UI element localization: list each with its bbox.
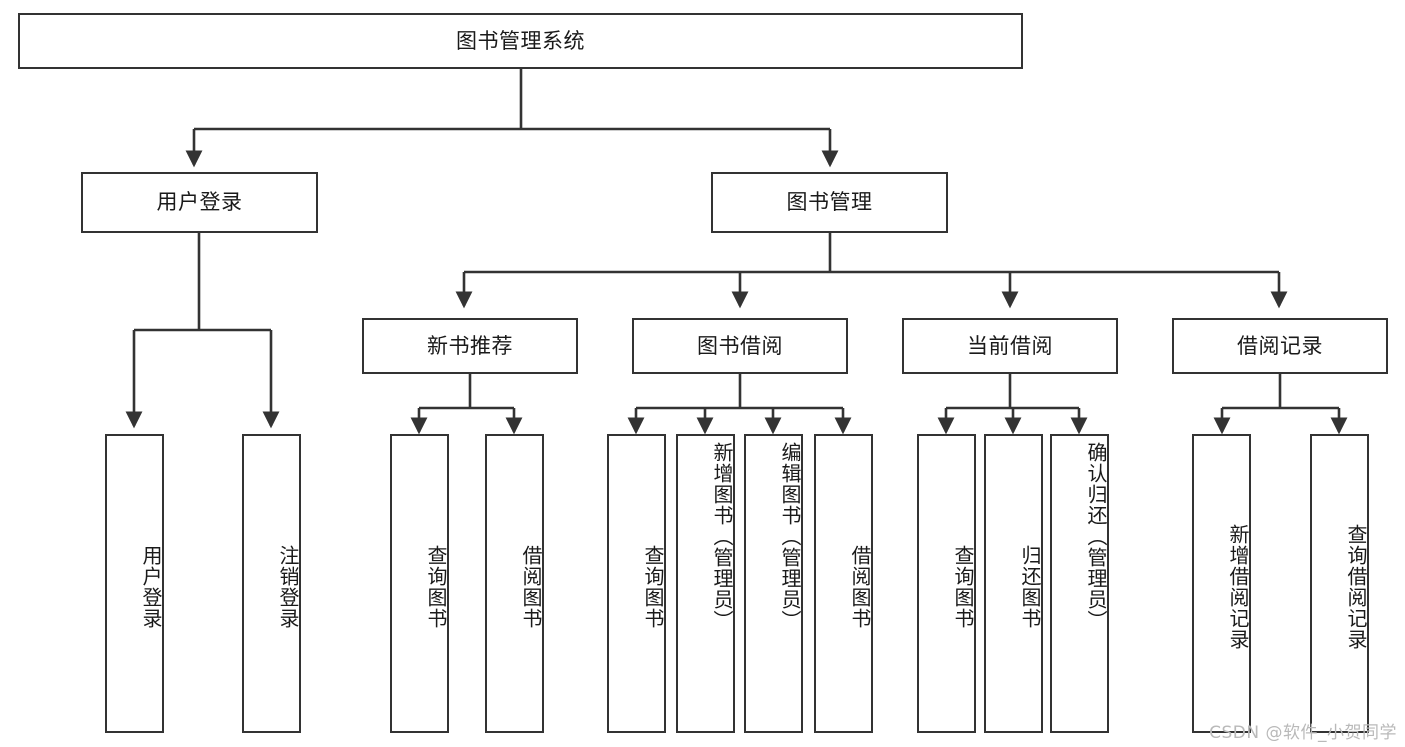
node-new-book-recommend[interactable]: 新书推荐 <box>362 318 578 374</box>
node-label: 图书管理 <box>786 190 873 215</box>
node-label: 借阅图书 <box>848 544 872 629</box>
node-label: 查询图书 <box>641 544 665 629</box>
node-current-borrow[interactable]: 当前借阅 <box>902 318 1118 374</box>
node-label: 用户登录 <box>156 190 243 215</box>
node-label: 新书推荐 <box>427 333 513 358</box>
watermark-text: CSDN @软件_小贺同学 <box>1209 723 1397 743</box>
node-label: 新增图书（管理员） <box>710 442 734 631</box>
node-borrow-record[interactable]: 借阅记录 <box>1172 318 1388 374</box>
node-label: 当前借阅 <box>967 333 1053 358</box>
node-label: 查询图书 <box>424 544 448 629</box>
node-leaf-confirm-return[interactable]: 确认归还（管理员） <box>1050 434 1109 733</box>
node-label: 图书管理系统 <box>456 28 585 53</box>
node-book-borrow[interactable]: 图书借阅 <box>632 318 848 374</box>
node-user-login[interactable]: 用户登录 <box>81 172 318 233</box>
node-label: 注销登录 <box>276 544 300 629</box>
node-leaf-query-book-1[interactable]: 查询图书 <box>390 434 449 733</box>
node-label: 查询图书 <box>951 544 975 629</box>
node-label: 借阅记录 <box>1237 333 1323 358</box>
node-label: 编辑图书（管理员） <box>778 442 802 631</box>
node-leaf-logout[interactable]: 注销登录 <box>242 434 301 733</box>
node-leaf-borrow-book-2[interactable]: 借阅图书 <box>814 434 873 733</box>
node-leaf-query-book-2[interactable]: 查询图书 <box>607 434 666 733</box>
node-label: 借阅图书 <box>519 544 543 629</box>
node-label: 确认归还（管理员） <box>1084 442 1108 631</box>
node-label: 查询借阅记录 <box>1344 523 1368 650</box>
node-leaf-query-record[interactable]: 查询借阅记录 <box>1310 434 1369 733</box>
node-leaf-return-book[interactable]: 归还图书 <box>984 434 1043 733</box>
node-label: 新增借阅记录 <box>1226 523 1250 650</box>
node-leaf-user-login[interactable]: 用户登录 <box>105 434 164 733</box>
node-label: 用户登录 <box>139 544 163 629</box>
node-root-book-management-system[interactable]: 图书管理系统 <box>18 13 1023 69</box>
node-leaf-add-book[interactable]: 新增图书（管理员） <box>676 434 735 733</box>
node-leaf-edit-book[interactable]: 编辑图书（管理员） <box>744 434 803 733</box>
node-leaf-query-book-3[interactable]: 查询图书 <box>917 434 976 733</box>
node-leaf-borrow-book-1[interactable]: 借阅图书 <box>485 434 544 733</box>
node-book-management[interactable]: 图书管理 <box>711 172 948 233</box>
node-label: 归还图书 <box>1018 544 1042 629</box>
node-label: 图书借阅 <box>697 333 783 358</box>
node-leaf-add-record[interactable]: 新增借阅记录 <box>1192 434 1251 733</box>
